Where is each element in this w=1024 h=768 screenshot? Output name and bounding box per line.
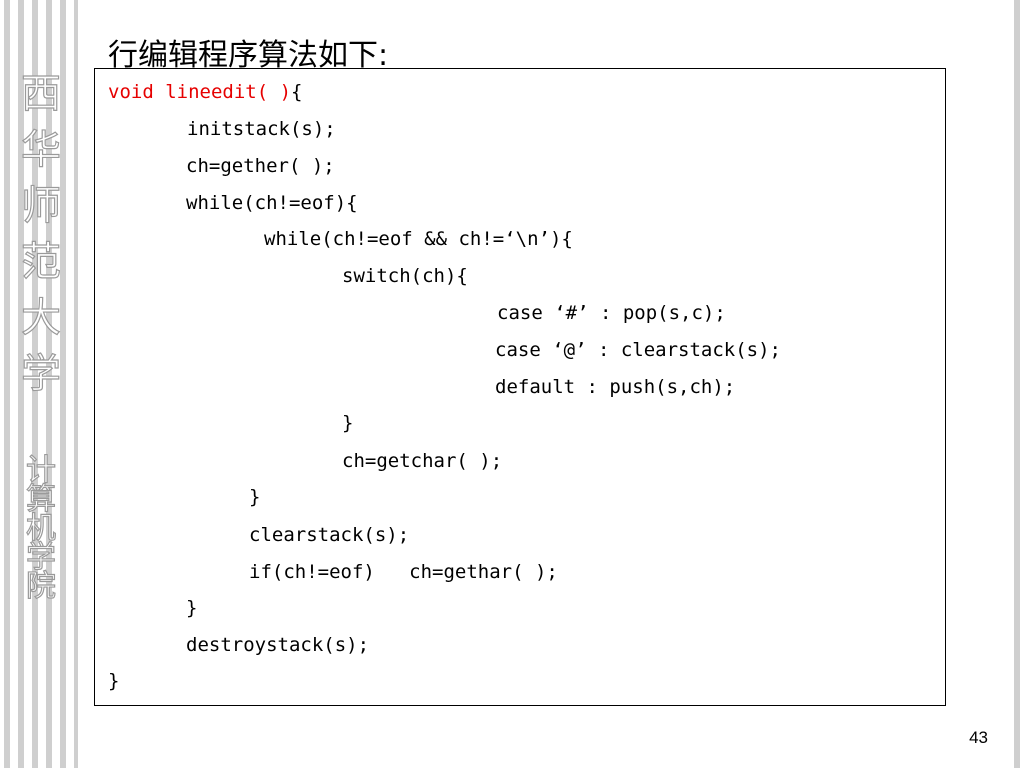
college-char: 算	[25, 482, 56, 517]
function-signature: void lineedit( )	[108, 81, 292, 103]
college-char: 院	[25, 569, 56, 604]
code-line-12: }	[249, 486, 261, 508]
page-number: 43	[969, 728, 988, 747]
code-line-17: }	[108, 670, 120, 692]
code-line-8: case ‘@’ : clearstack(s);	[495, 339, 781, 361]
code-line-5: while(ch!=eof && ch!=‘\n’){	[264, 228, 573, 250]
left-decorative-stripes	[0, 0, 78, 768]
code-line-16: destroystack(s);	[186, 634, 370, 656]
code-box: void lineedit( ){ initstack(s); ch=gethe…	[94, 68, 946, 706]
school-name-vertical: 西 华 师 范 大 学	[19, 66, 63, 402]
code-line-15: }	[186, 597, 198, 619]
college-char: 机	[25, 511, 56, 546]
school-char: 华	[20, 126, 61, 173]
code-line-4: while(ch!=eof){	[186, 192, 358, 214]
code-line-6: switch(ch){	[342, 265, 468, 287]
code-line-13: clearstack(s);	[249, 524, 410, 546]
school-char: 师	[20, 182, 61, 229]
code-line-10: }	[342, 412, 354, 434]
school-char: 西	[20, 70, 61, 117]
school-char: 学	[20, 350, 61, 397]
code-line-1: void lineedit( ){	[108, 80, 302, 104]
open-brace: {	[291, 81, 303, 103]
code-line-9: default : push(s,ch);	[495, 376, 736, 398]
school-char: 大	[20, 294, 61, 341]
school-char: 范	[20, 238, 61, 285]
college-name-vertical: 计 算 机 学 院	[19, 453, 63, 604]
college-char: 计	[25, 453, 56, 488]
code-line-2: initstack(s);	[187, 118, 336, 140]
code-line-14: if(ch!=eof) ch=gethar( );	[249, 561, 558, 583]
right-decorative-stripes	[1010, 0, 1024, 768]
slide-title: 行编辑程序算法如下:	[108, 38, 389, 73]
code-line-3: ch=gether( );	[186, 155, 335, 177]
code-line-11: ch=getchar( );	[342, 450, 503, 472]
college-char: 学	[25, 540, 56, 575]
code-line-7: case ‘#’ : pop(s,c);	[497, 302, 726, 324]
